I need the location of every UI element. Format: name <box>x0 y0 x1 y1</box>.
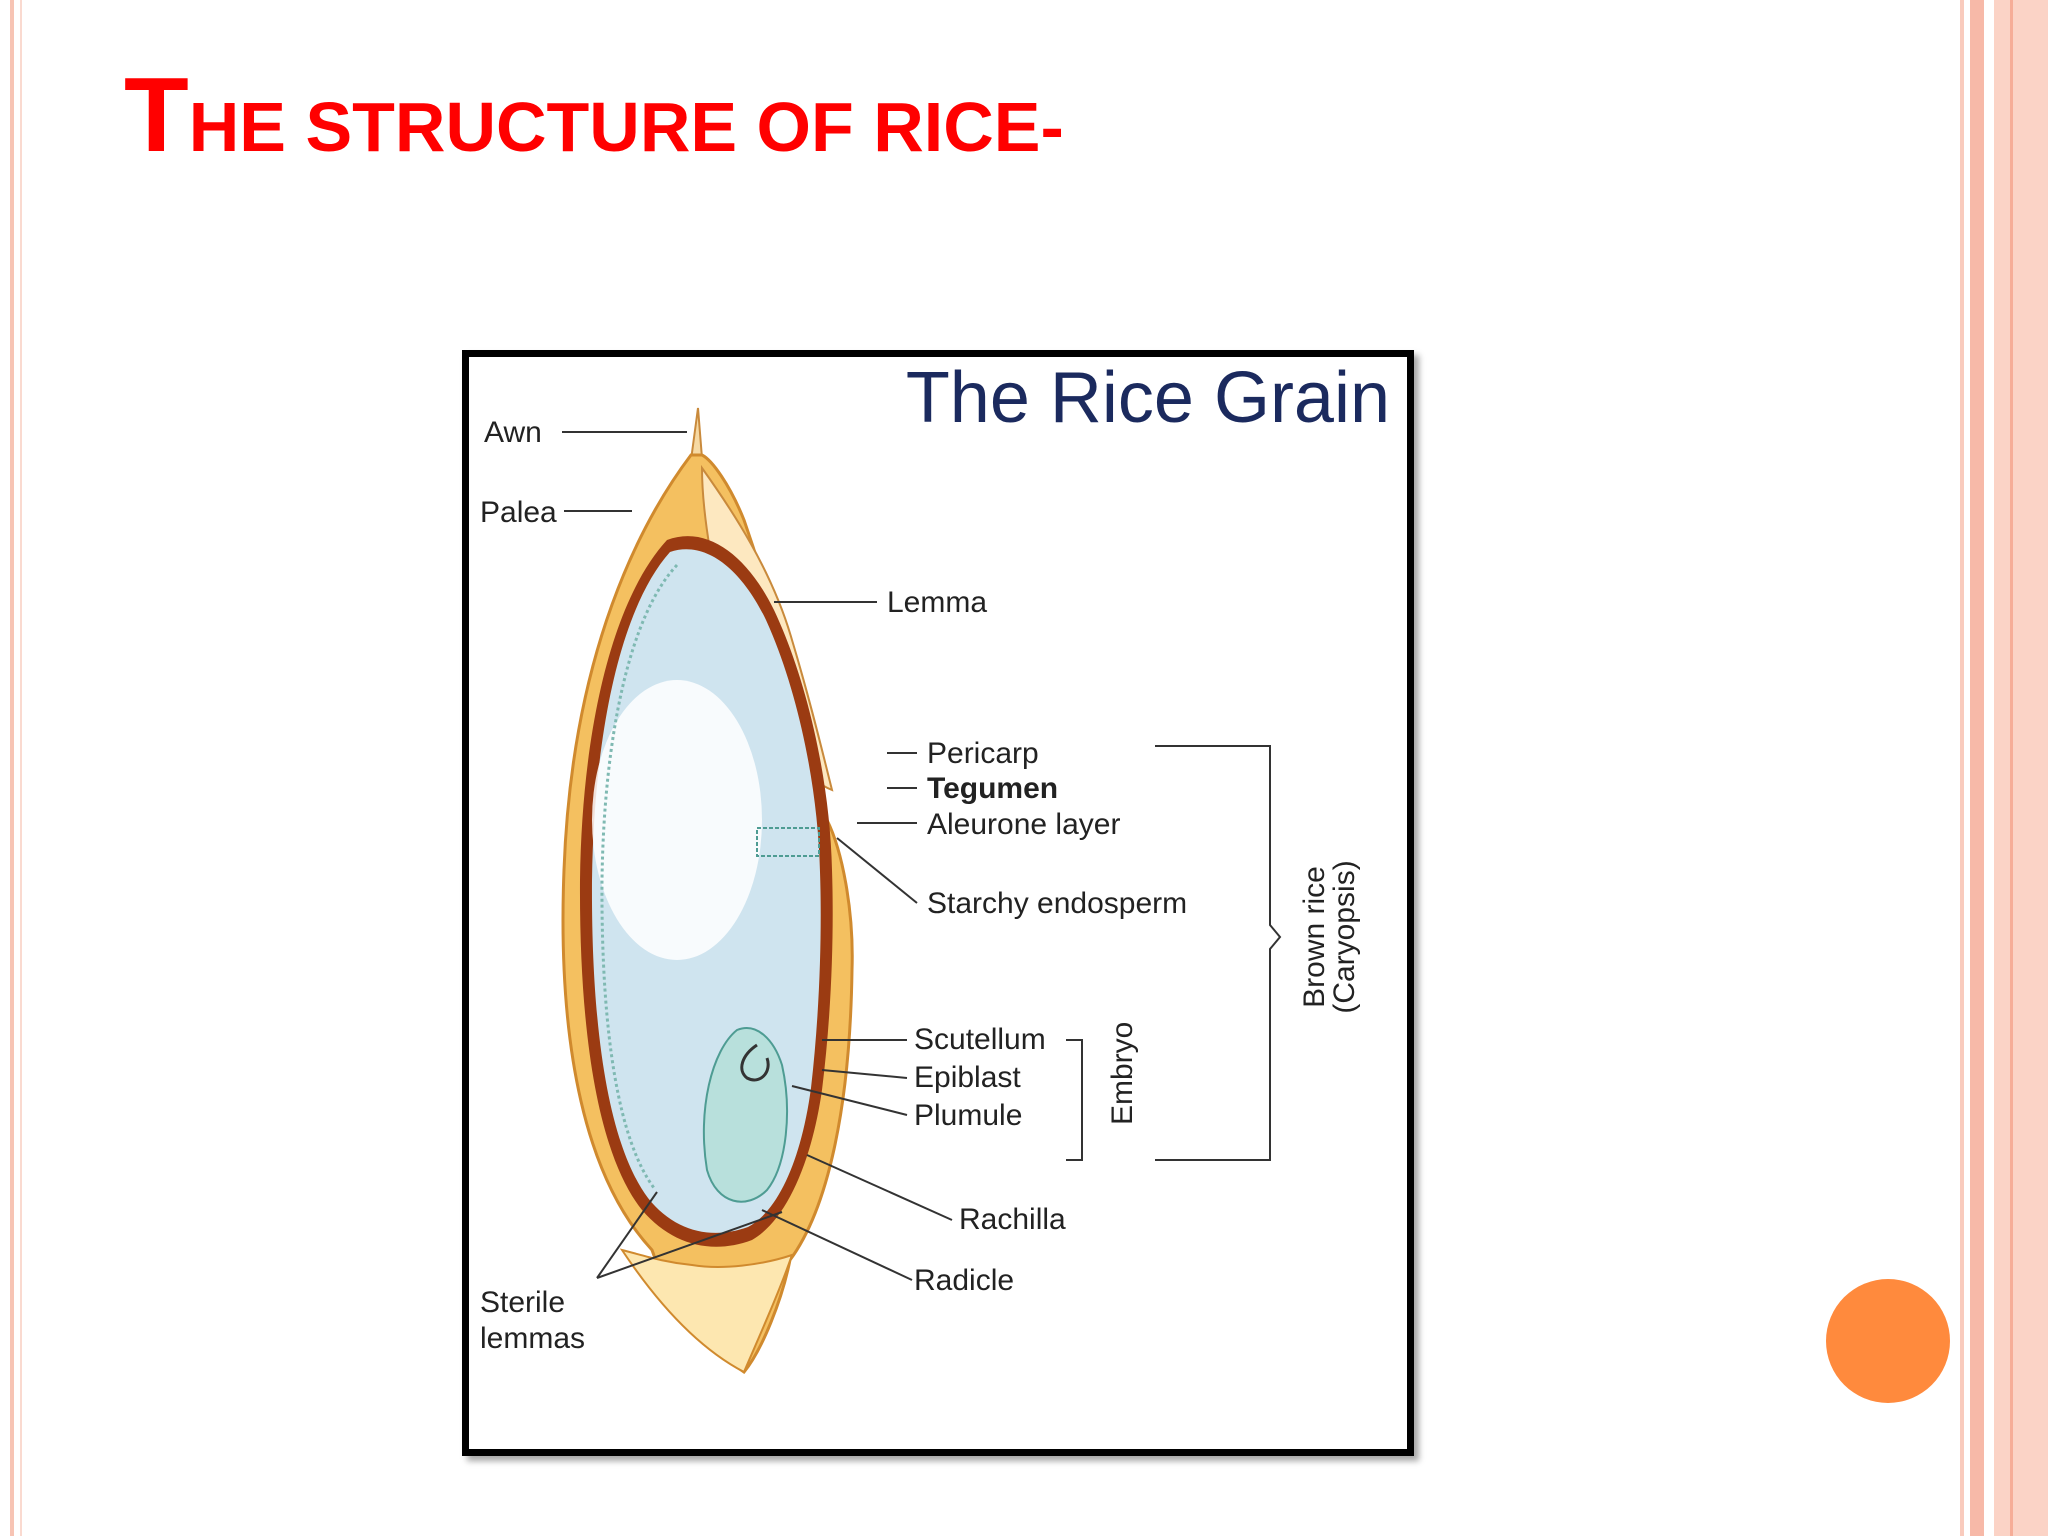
label-embryo: Embryo <box>1106 1022 1139 1125</box>
label-plumule: Plumule <box>914 1099 1022 1132</box>
epiblast-leader <box>821 1069 908 1079</box>
aleurone-band <box>600 563 679 1189</box>
aleurone-cells <box>756 827 820 857</box>
right-border-line <box>2010 0 2013 1536</box>
label-tegumen: Tegumen <box>927 772 1058 805</box>
rice-grain-svg: The Rice Grain Awn Palea Lemma Pericarp … <box>480 358 1390 1375</box>
rice-grain-diagram: The Rice Grain Awn Palea Lemma Pericarp … <box>462 350 1414 1456</box>
label-awn: Awn <box>484 416 542 449</box>
label-brown-rice: Brown rice <box>1298 866 1331 1008</box>
right-border-band <box>1970 0 1984 1536</box>
slide-title-initial: T <box>124 56 189 174</box>
embryo-bracket <box>1066 1039 1083 1161</box>
label-scutellum: Scutellum <box>914 1023 1046 1056</box>
starchy-leader <box>836 837 918 904</box>
rachilla-leader <box>806 1154 953 1221</box>
brown-rice-bracket <box>1155 745 1282 1161</box>
label-starchy: Starchy endosperm <box>927 887 1187 920</box>
sterile-lemmas-shape <box>619 1248 794 1374</box>
slide-title-rest: HE STRUCTURE OF RICE- <box>188 88 1064 166</box>
label-radicle: Radicle <box>914 1264 1014 1297</box>
label-palea: Palea <box>480 496 557 529</box>
slide-title: THE STRUCTURE OF RICE- <box>124 62 1064 168</box>
label-aleurone: Aleurone layer <box>927 808 1120 841</box>
label-sterile: Sterile <box>480 1286 565 1319</box>
radicle-leader <box>761 1209 913 1281</box>
awn-shape <box>689 407 704 462</box>
plumule-leader <box>791 1085 908 1116</box>
left-border-inner <box>20 0 22 1536</box>
brackets <box>1066 745 1282 1161</box>
right-border-thin <box>1960 0 1964 1536</box>
label-lemmas: lemmas <box>480 1322 585 1355</box>
sterile-leader-1 <box>596 1191 658 1279</box>
label-lemma: Lemma <box>887 586 987 619</box>
sterile-leader-2 <box>596 1211 783 1279</box>
label-rachilla: Rachilla <box>959 1203 1066 1236</box>
plumule-shape <box>740 1043 770 1082</box>
left-border-outer <box>10 0 14 1536</box>
leader-lines <box>562 431 953 1281</box>
label-epiblast: Epiblast <box>914 1061 1021 1094</box>
label-caryopsis: (Caryopsis) <box>1328 860 1361 1013</box>
label-pericarp: Pericarp <box>927 737 1039 770</box>
grain-illustration <box>561 407 854 1375</box>
endosperm-highlight <box>592 680 762 960</box>
decorative-circle <box>1826 1279 1950 1403</box>
right-border-wide <box>1994 0 2048 1536</box>
diagram-title: The Rice Grain <box>906 358 1390 438</box>
part-labels: Awn Palea Lemma Pericarp Tegumen Aleuron… <box>480 416 1361 1355</box>
